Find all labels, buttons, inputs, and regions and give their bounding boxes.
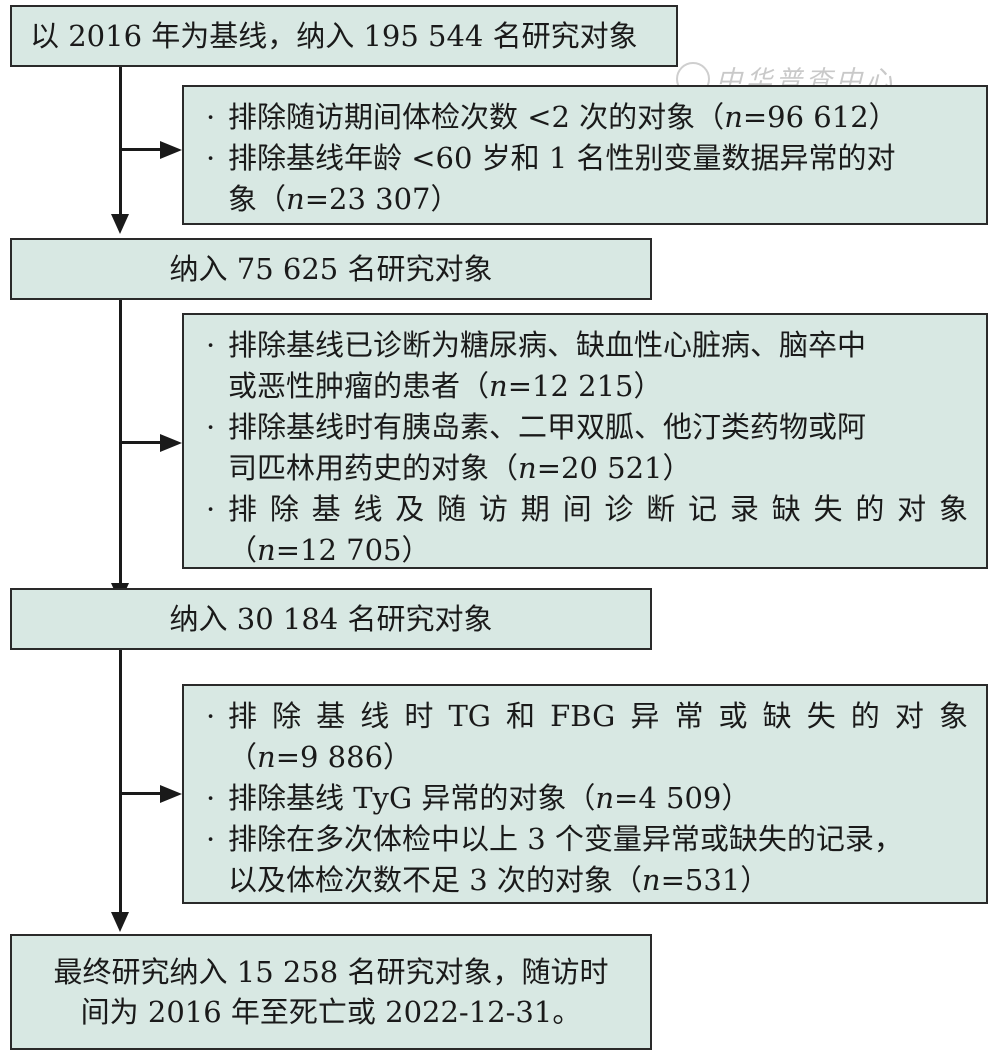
connector-2: [119, 299, 122, 585]
exclusion-item: · 排除基线已诊断为糖尿病、缺血性心脏病、脑卒中 或恶性肿瘤的患者（n=12 2…: [206, 325, 968, 407]
bullet: ·: [206, 141, 216, 175]
exclusion-item: · 排除在多次体检中以上 3 个变量异常或缺失的记录， 以及体检次数不足 3 次…: [206, 819, 968, 901]
exclusion-text: 以及体检次数不足 3 次的对象（: [228, 863, 642, 897]
exclusion-item: · 排除随访期间体检次数 <2 次的对象（n=96 612）: [206, 97, 968, 138]
exclusion-count: =4 509）: [614, 781, 751, 815]
exclusion-text: 排除基线年龄 <60 岁和 1 名性别变量数据异常的对: [228, 141, 896, 175]
exclusion-text: 排除基线 TyG 异常的对象（: [228, 781, 596, 815]
start-box: 以 2016 年为基线，纳入 195 544 名研究对象: [10, 5, 678, 67]
step3-box-text: 纳入 30 184 名研究对象: [169, 602, 493, 636]
n-label: n: [595, 781, 615, 815]
connector-branch-2: [121, 441, 161, 444]
n-label: n: [518, 451, 537, 485]
n-label: n: [489, 369, 508, 403]
step3-box: 纳入 30 184 名研究对象: [10, 588, 652, 650]
n-label: n: [257, 533, 276, 567]
exclusion-count: =531）: [660, 863, 770, 897]
exclusion-text: 排除基线时TG和FBG异常或缺失的对象: [228, 699, 968, 733]
exclusion-count: =20 521）: [536, 451, 692, 485]
exclusion-item: · 排除基线年龄 <60 岁和 1 名性别变量数据异常的对 象（n=23 307…: [206, 138, 968, 220]
bullet: ·: [206, 822, 216, 856]
n-label: n: [641, 863, 661, 897]
connector-1: [119, 66, 122, 216]
exclusion-count: =12 705）: [275, 533, 431, 567]
n-label: n: [724, 100, 743, 134]
bullet: ·: [206, 492, 216, 526]
exclusion-text: 象（: [228, 182, 287, 216]
exclusion-text: 司匹林用药史的对象（: [228, 451, 519, 485]
connector-3: [119, 649, 122, 914]
step2-box: 纳入 75 625 名研究对象: [10, 238, 652, 300]
bullet: ·: [206, 410, 216, 444]
exclusion-text: （: [228, 533, 258, 567]
exclusion-text: （: [228, 740, 258, 774]
exclusion-text: 排除在多次体检中以上 3 个变量异常或缺失的记录，: [228, 822, 903, 856]
exclusion-box-3: · 排除基线时TG和FBG异常或缺失的对象 （n=9 886） · 排除基线 T…: [182, 684, 988, 904]
exclusion-text: 排除基线时有胰岛素、二甲双胍、他汀类药物或阿: [228, 410, 867, 444]
exclusion-item: · 排除基线时有胰岛素、二甲双胍、他汀类药物或阿 司匹林用药史的对象（n=20 …: [206, 407, 968, 489]
start-box-text: 以 2016 年为基线，纳入 195 544 名研究对象: [30, 19, 638, 53]
exclusion-text: 或恶性肿瘤的患者（: [228, 369, 490, 403]
arrow-down-icon: [111, 214, 129, 234]
step2-box-text: 纳入 75 625 名研究对象: [169, 252, 493, 286]
exclusion-text: 排除随访期间体检次数 <2 次的对象（: [228, 100, 725, 134]
n-label: n: [257, 740, 276, 774]
exclusion-item: · 排除基线 TyG 异常的对象（n=4 509）: [206, 778, 968, 819]
exclusion-text: 排除基线及随访期间诊断记录缺失的对象: [228, 492, 968, 526]
connector-branch-1: [121, 148, 161, 151]
arrow-down-icon: [111, 912, 129, 932]
bullet: ·: [206, 781, 216, 815]
final-box-line2: 间为 2016 年至死亡或 2022-12-31。: [80, 995, 582, 1029]
bullet: ·: [206, 699, 216, 733]
exclusion-box-1: · 排除随访期间体检次数 <2 次的对象（n=96 612） · 排除基线年龄 …: [182, 85, 988, 225]
exclusion-count: =23 307）: [304, 182, 460, 216]
exclusion-count: =9 886）: [275, 740, 413, 774]
n-label: n: [286, 182, 305, 216]
exclusion-text: 排除基线已诊断为糖尿病、缺血性心脏病、脑卒中: [228, 328, 867, 362]
exclusion-item: · 排除基线时TG和FBG异常或缺失的对象 （n=9 886）: [206, 696, 968, 778]
exclusion-item: · 排除基线及随访期间诊断记录缺失的对象 （n=12 705）: [206, 489, 968, 571]
arrow-right-icon: [160, 785, 182, 803]
bullet: ·: [206, 100, 216, 134]
exclusion-box-2: · 排除基线已诊断为糖尿病、缺血性心脏病、脑卒中 或恶性肿瘤的患者（n=12 2…: [182, 313, 988, 569]
arrow-right-icon: [160, 141, 182, 159]
bullet: ·: [206, 328, 216, 362]
final-box: 最终研究纳入 15 258 名研究对象，随访时 间为 2016 年至死亡或 20…: [10, 934, 652, 1050]
arrow-right-icon: [160, 434, 182, 452]
exclusion-count: =12 215）: [507, 369, 663, 403]
connector-branch-3: [121, 792, 161, 795]
final-box-line1: 最终研究纳入 15 258 名研究对象，随访时: [53, 955, 609, 989]
exclusion-count: =96 612）: [742, 100, 898, 134]
